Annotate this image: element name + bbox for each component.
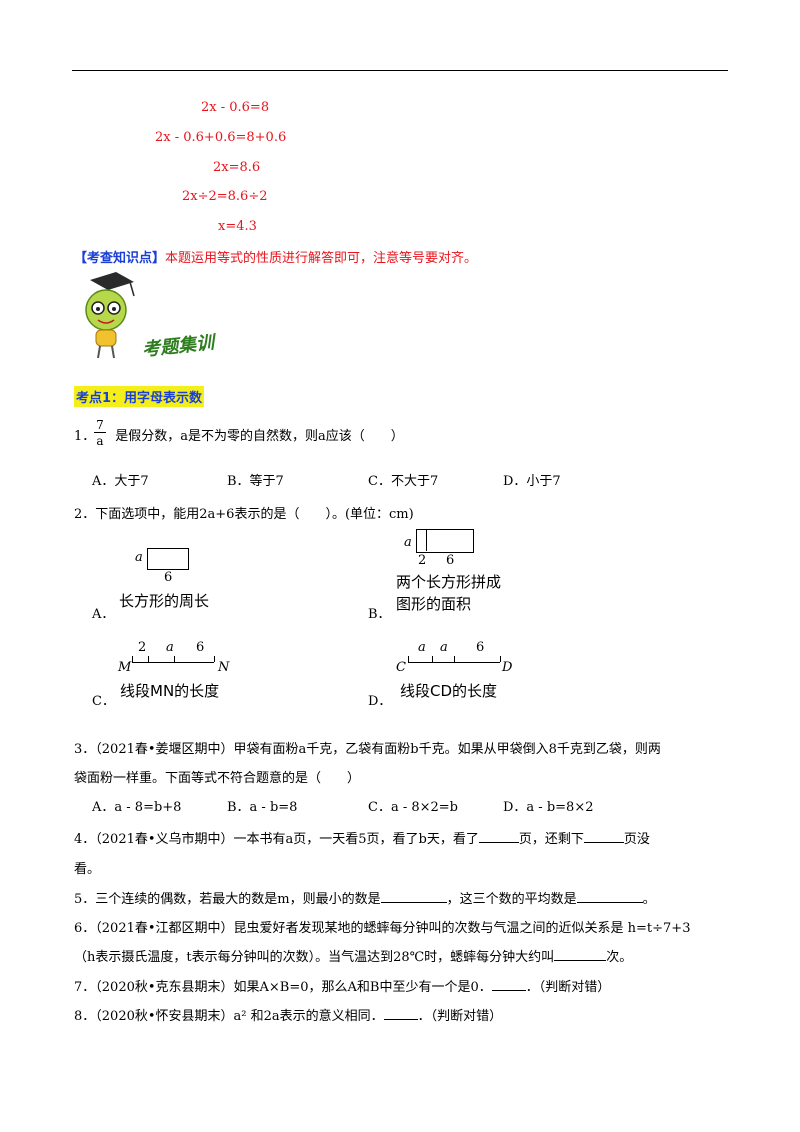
option-c: C． xyxy=(92,694,115,709)
question-text: ．（判断对错） xyxy=(525,980,611,995)
answer-blank[interactable] xyxy=(491,978,526,991)
figure-caption: 长方形的周长 xyxy=(119,592,210,610)
answer-blank[interactable] xyxy=(478,830,519,843)
equation-line: x=4.3 xyxy=(218,219,257,234)
tick xyxy=(432,656,433,662)
question-7: 7．（2020秋•克东县期末）如果A×B=0，那么A和B中至少有一个是0． ．（判… xyxy=(74,976,610,995)
question-2: 2．下面选项中，能用2a+6表示的是（ ）。(单位：cm) xyxy=(74,507,414,522)
label-6: 6 xyxy=(196,640,205,655)
question-6: 6．（2021春•江都区期中）昆虫爱好者发现某地的蟋蟀每分钟叫的次数与气温之间的… xyxy=(74,921,691,936)
tick xyxy=(454,656,455,662)
question-4: 4．（2021春•义乌市期中）一本书有a页，一天看5页，看了b天，看了 页，还剩下… xyxy=(74,828,650,847)
label-d: D xyxy=(502,660,513,675)
combined-rectangle xyxy=(416,529,474,553)
question-text: 页没 xyxy=(623,832,650,847)
question-3-cont: 袋面粉一样重。下面等式不符合题意的是（ ） xyxy=(74,771,361,786)
fraction-numerator: 7 xyxy=(94,418,106,433)
question-text: 5．三个连续的偶数，若最大的数是m，则最小的数是 xyxy=(74,892,381,907)
mascot-icon xyxy=(85,272,135,359)
knowledge-tag: 【考查知识点】 xyxy=(74,251,166,266)
equation-line: 2x=8.6 xyxy=(213,160,261,175)
question-text: 次。 xyxy=(606,950,633,965)
option-b: B．a - b=8 xyxy=(227,800,298,815)
label-c: C xyxy=(396,660,406,675)
option-a: A．a - 8=b+8 xyxy=(92,800,182,815)
equation-line: 2x - 0.6=8 xyxy=(201,100,270,115)
label-6: 6 xyxy=(476,640,485,655)
question-text: 8．（2020秋•怀安县期末）a² 和2a表示的意义相同． xyxy=(74,1009,384,1024)
equation-line: 2x - 0.6+0.6=8+0.6 xyxy=(155,130,287,145)
question-text: 4．（2021春•义乌市期中）一本书有a页，一天看5页，看了b天，看了 xyxy=(74,832,479,847)
tick xyxy=(132,656,133,662)
option-a: A． xyxy=(92,607,115,622)
answer-blank[interactable] xyxy=(583,830,624,843)
option-a: A．大于7 xyxy=(92,474,149,489)
label-2: 2 xyxy=(138,640,147,655)
question-6-cont: （h表示摄氏温度，t表示每分钟叫的次数）。当气温达到28℃时，蟋蟀每分钟大约叫 次… xyxy=(74,946,632,965)
section-heading: 考点1：用字母表示数 xyxy=(74,386,205,407)
label-n: N xyxy=(218,660,230,675)
tick xyxy=(214,656,215,662)
option-c: C．a - 8×2=b xyxy=(368,800,459,815)
question-text: （h表示摄氏温度，t表示每分钟叫的次数）。当气温达到28℃时，蟋蟀每分钟大约叫 xyxy=(74,950,555,965)
knowledge-text: 本题运用等式的性质进行解答即可，注意等号要对齐。 xyxy=(165,251,478,266)
label-a: a xyxy=(166,640,174,655)
label-6: 6 xyxy=(446,553,455,568)
divider-line xyxy=(426,529,427,551)
label-m: M xyxy=(118,660,132,675)
question-text: 7．（2020秋•克东县期末）如果A×B=0，那么A和B中至少有一个是0． xyxy=(74,980,492,995)
tick xyxy=(148,656,149,662)
option-d: D． xyxy=(368,694,392,709)
question-text: ，这三个数的平均数是 xyxy=(446,892,577,907)
label-6: 6 xyxy=(164,570,173,585)
knowledge-point: 【考查知识点】本题运用等式的性质进行解答即可，注意等号要对齐。 xyxy=(74,247,477,266)
question-text: 页，还剩下 xyxy=(518,832,584,847)
equation-line: 2x÷2=8.6÷2 xyxy=(182,189,268,204)
label-a: a xyxy=(404,535,412,550)
figure-caption: 线段CD的长度 xyxy=(400,682,498,700)
figure-caption: 两个长方形拼成 xyxy=(396,573,502,591)
tick xyxy=(174,656,175,662)
answer-blank[interactable] xyxy=(576,890,643,903)
label-a: a xyxy=(135,550,143,565)
fraction-denominator: a xyxy=(96,434,104,448)
option-c: C．不大于7 xyxy=(368,474,439,489)
option-d: D．小于7 xyxy=(503,474,561,489)
option-b: B． xyxy=(368,607,391,622)
question-text: ．（判断对错） xyxy=(417,1009,503,1024)
tick xyxy=(408,656,409,662)
question-3: 3．（2021春•姜堰区期中）甲袋有面粉a千克，乙袋有面粉b千克。如果从甲袋倒入… xyxy=(74,742,661,757)
label-a: a xyxy=(440,640,448,655)
answer-blank[interactable] xyxy=(554,948,607,961)
question-5: 5．三个连续的偶数，若最大的数是m，则最小的数是 ，这三个数的平均数是 。 xyxy=(74,888,656,907)
question-text: 是假分数，a是不为零的自然数，则a应该（ ） xyxy=(115,429,404,444)
rectangle-shape xyxy=(147,548,189,570)
mascot-banner: 考题集训 xyxy=(76,272,226,367)
segment-line xyxy=(132,662,214,663)
question-8: 8．（2020秋•怀安县期末）a² 和2a表示的意义相同． ．（判断对错） xyxy=(74,1005,502,1024)
tick xyxy=(500,656,501,662)
label-a: a xyxy=(418,640,426,655)
question-4-cont: 看。 xyxy=(74,862,101,877)
question-text: 。 xyxy=(642,892,656,907)
figure-caption: 线段MN的长度 xyxy=(120,682,220,700)
segment-line xyxy=(408,662,500,663)
header-rule xyxy=(72,70,728,71)
option-d: D．a - b=8×2 xyxy=(503,800,594,815)
answer-blank[interactable] xyxy=(383,1007,418,1020)
figure-caption: 图形的面积 xyxy=(396,595,472,613)
question-number: 1． xyxy=(74,429,96,444)
option-b: B．等于7 xyxy=(227,474,284,489)
label-2: 2 xyxy=(418,553,427,568)
question-1: 1． 是假分数，a是不为零的自然数，则a应该（ ） xyxy=(74,425,404,444)
answer-blank[interactable] xyxy=(380,890,447,903)
